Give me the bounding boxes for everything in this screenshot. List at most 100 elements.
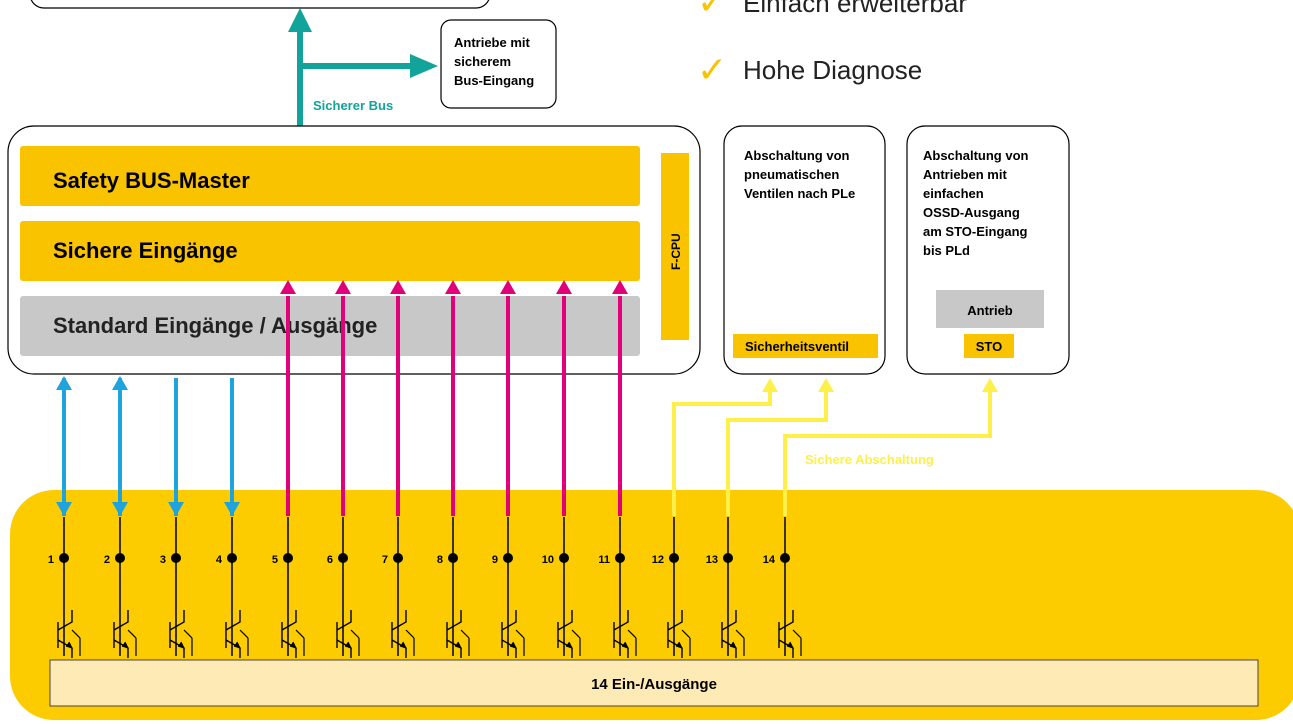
diode-icon [571,629,581,639]
channel-terminal-dot [393,553,403,563]
pneumatic-box [723,125,886,375]
transistor-arrow-icon [509,641,517,649]
diode-icon [295,629,305,639]
channel-number: 12 [652,554,664,566]
io-channel: 12 [652,517,691,658]
transistor-arrow-icon [399,641,407,649]
channel-terminal-dot [669,553,679,563]
sto-label-6: bis PLd [923,243,970,258]
io-channel: 2 [104,517,137,658]
channel-terminal-dot [283,553,293,563]
channel-number: 5 [272,554,278,566]
io-channel: 1 [48,517,81,658]
standard-io-label: Standard Eingänge / Ausgänge [53,313,377,338]
safety-bus-master-label: Safety BUS-Master [53,168,250,193]
diode-icon [239,629,249,639]
channel-number: 9 [492,554,498,566]
transistor-arrow-icon [675,641,683,649]
io-channel: 8 [437,517,470,658]
top-system-box [30,0,490,9]
fcpu-label: F-CPU [669,233,683,270]
transistor-arrow-icon [786,641,794,649]
transistor-arrow-icon [177,641,185,649]
channel-number: 1 [48,554,54,566]
arrow-up-icon [762,378,778,392]
io-channel: 11 [598,517,637,658]
transistor-arrow-icon [344,641,352,649]
pneumatic-label-3: Ventilen nach PLe [744,186,855,201]
diode-icon [681,629,691,639]
channel-terminal-dot [615,553,625,563]
channel-terminal-dot [227,553,237,563]
channel-terminal-dot [780,553,790,563]
safety-bus-master-bar [20,146,640,206]
safe-bus-arrow-up [288,8,312,32]
channel-number: 10 [542,554,554,566]
pneumatic-label-1: Abschaltung von [744,148,850,163]
diode-icon [515,629,525,639]
safe-inputs-label: Sichere Eingänge [53,238,238,263]
drives-bus-box [440,19,557,109]
io-signal-wires [56,280,998,516]
channel-terminal-dot [115,553,125,563]
safe-shutdown-wire [726,392,828,516]
sto-label-1: Abschaltung von [923,148,1029,163]
standard-io-bar [20,296,640,356]
io-channel: 3 [160,517,193,658]
fcpu-bar [661,153,689,340]
safe-bus-arrow-right [410,54,438,78]
diode-icon [350,629,360,639]
diode-icon [71,629,81,639]
arrow-down-icon [112,502,128,516]
arrow-up-icon [556,280,572,294]
safety-valve-label: Sicherheitsventil [745,339,849,354]
safe-inputs-bar [20,221,640,281]
transistor-arrow-icon [289,641,297,649]
channel-number: 6 [327,554,333,566]
check-icon: ✓ [697,0,727,22]
io-module-label: 14 Ein-/Ausgänge [591,676,717,693]
arrow-up-icon [112,376,128,390]
channel-terminal-dot [171,553,181,563]
arrow-up-icon [280,280,296,294]
io-channel: 7 [382,517,415,658]
diode-icon [183,629,193,639]
sto-badge [964,334,1014,358]
channel-number: 13 [706,554,718,566]
channel-terminal-dot [559,553,569,563]
channel-number: 14 [763,554,776,566]
channel-terminal-dot [59,553,69,563]
safe-shutdown-wire [783,392,992,516]
safe-shutdown-label: Sichere Abschaltung [805,452,934,467]
sto-label-5: am STO-Eingang [923,224,1028,239]
arrow-down-icon [224,502,240,516]
check-icon: ✓ [697,49,727,90]
io-channel: 9 [492,517,525,658]
transistor-arrow-icon [729,641,737,649]
channel-number: 8 [437,554,443,566]
io-channel: 10 [542,517,581,658]
channel-number: 2 [104,554,110,566]
channel-terminal-dot [503,553,513,563]
io-channel: 6 [327,517,360,658]
diode-icon [627,629,637,639]
channel-terminal-dot [723,553,733,563]
diode-icon [405,629,415,639]
arrow-up-icon [982,378,998,392]
io-channel: 5 [272,517,305,658]
arrow-up-icon [335,280,351,294]
transistor-arrow-icon [65,641,73,649]
io-terminal-bar [49,659,1259,707]
channel-terminal-dot [338,553,348,563]
safe-shutdown-wire [672,392,772,516]
feature-diagnosis: Hohe Diagnose [743,55,922,85]
sto-label-2: Antrieben mit [923,167,1007,182]
diode-icon [792,629,802,639]
transistor-arrow-icon [565,641,573,649]
safe-bus-label: Sicherer Bus [313,98,393,113]
transistor-arrow-icon [621,641,629,649]
drive-block [936,290,1044,328]
safety-valve-badge [733,334,878,358]
transistor-arrow-icon [121,641,129,649]
